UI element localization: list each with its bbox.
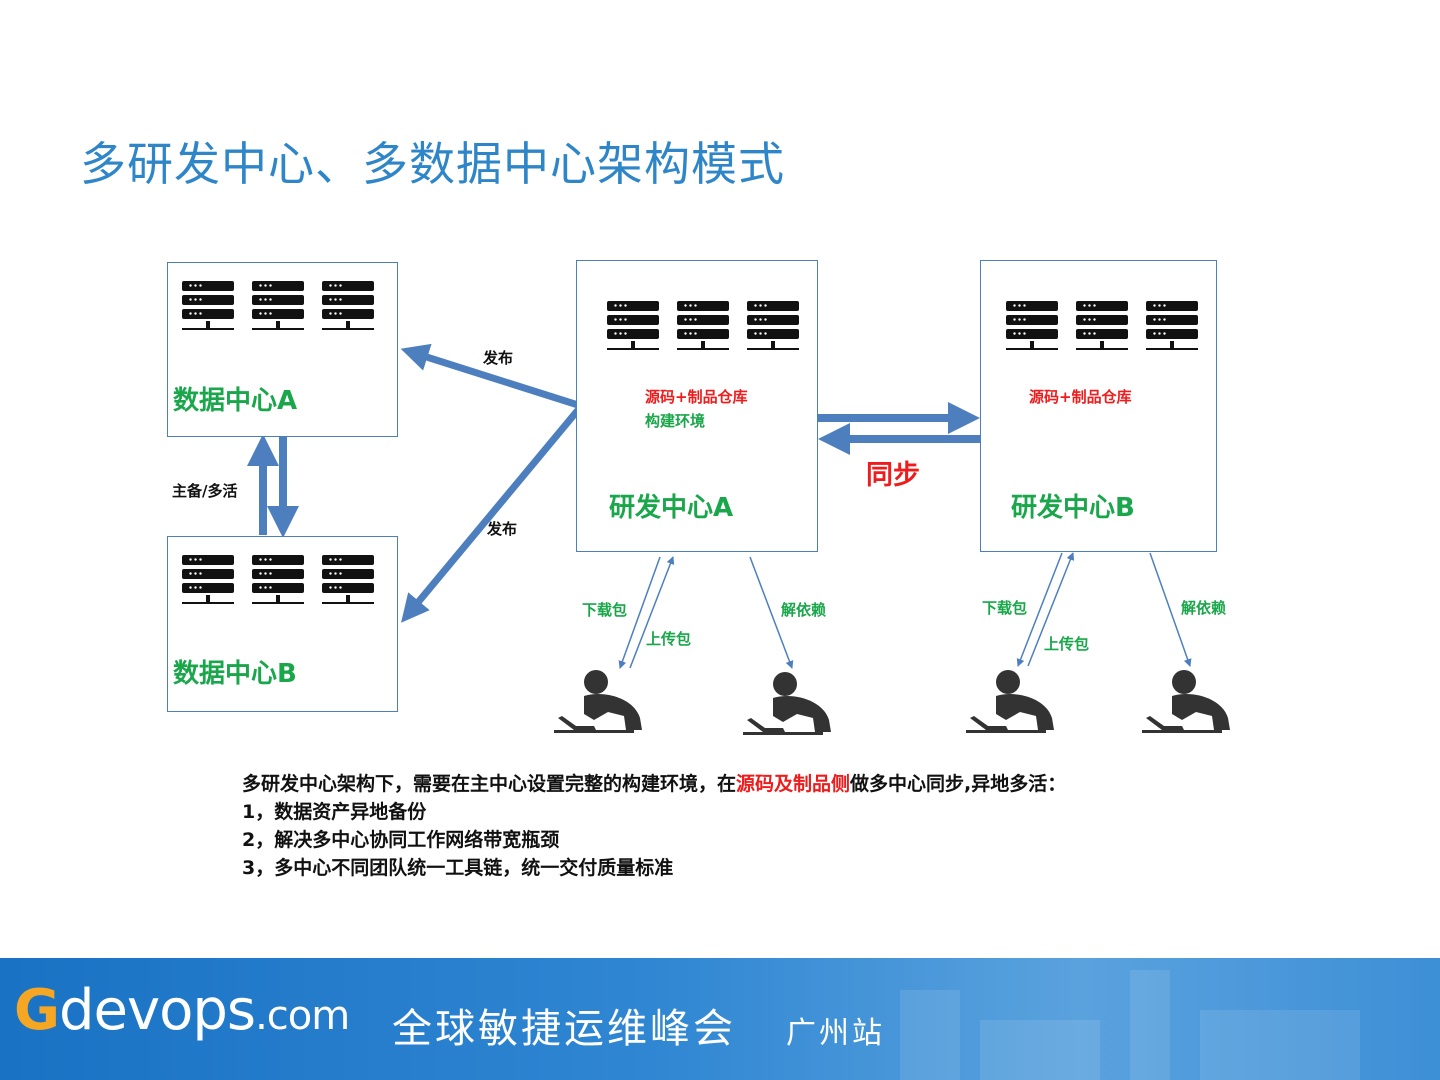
city-skyline-decoration: [980, 1020, 1100, 1080]
notes-highlight: 源码及制品侧: [736, 773, 851, 795]
rd-b-upload-label: 上传包: [1044, 635, 1090, 653]
event-station: 广州站: [786, 1016, 885, 1051]
rd-a-build-label: 构建环境: [645, 412, 706, 430]
developer-icon: [1142, 670, 1230, 733]
rd-center-a-label: 研发中心A: [609, 493, 734, 523]
rd-a-resolve-label: 解依赖: [781, 601, 827, 619]
developer-icon: [743, 672, 831, 735]
city-skyline-decoration: [1130, 970, 1170, 1080]
sync-label: 同步: [866, 460, 920, 491]
server-rack-group: [182, 555, 374, 605]
server-icon: [252, 281, 304, 331]
publish-arrow-bottom: [401, 407, 581, 623]
logo-g: G: [14, 978, 60, 1043]
developer-icon: [554, 670, 642, 733]
rd-a-repo-label: 源码+制品仓库: [645, 388, 748, 406]
gdevops-logo: Gdevops.com: [14, 978, 350, 1043]
standby-label: 主备/多活: [172, 482, 238, 500]
server-rack-group: [1006, 301, 1198, 351]
server-icon: [322, 281, 374, 331]
rd-a-upload-arrow: [629, 556, 675, 669]
data-center-a: 数据中心A: [167, 262, 398, 437]
server-icon: [1006, 301, 1058, 351]
rd-a-download-label: 下载包: [582, 601, 628, 619]
notes-item-1: 1，数据资产异地备份: [242, 801, 427, 823]
city-skyline-decoration: [1200, 1010, 1360, 1080]
server-icon: [252, 555, 304, 605]
server-icon: [1076, 301, 1128, 351]
server-icon: [1146, 301, 1198, 351]
data-center-b-label: 数据中心B: [173, 659, 297, 689]
notes-item-3: 3，多中心不同团队统一工具链，统一交付质量标准: [242, 857, 674, 879]
rd-b-download-label: 下载包: [982, 599, 1028, 617]
notes-intro: 多研发中心架构下，需要在主中心设置完整的构建环境，在源码及制品侧做多中心同步,异…: [242, 770, 1066, 798]
server-rack-group: [182, 281, 374, 331]
publish-label-top: 发布: [483, 349, 514, 367]
footer-banner: Gdevops.com 全球敏捷运维峰会 广州站: [0, 958, 1440, 1080]
server-icon: [322, 555, 374, 605]
server-icon: [182, 281, 234, 331]
server-icon: [747, 301, 799, 351]
rd-b-resolve-label: 解依赖: [1181, 599, 1227, 617]
rd-center-a: 源码+制品仓库 构建环境 研发中心A: [576, 260, 818, 552]
city-skyline-decoration: [900, 990, 960, 1080]
rd-b-repo-label: 源码+制品仓库: [1029, 388, 1132, 406]
notes-intro-text: 多研发中心架构下，需要在主中心设置完整的构建环境，在: [242, 773, 737, 795]
developer-icon: [966, 670, 1054, 733]
rd-center-b-label: 研发中心B: [1011, 493, 1135, 523]
server-rack-group: [607, 301, 799, 351]
rd-a-upload-label: 上传包: [646, 630, 692, 648]
notes-item-2: 2，解决多中心协同工作网络带宽瓶颈: [242, 829, 560, 851]
event-name: 全球敏捷运维峰会: [392, 1006, 736, 1052]
logo-devops: devops: [58, 978, 256, 1043]
rd-center-b: 源码+制品仓库 研发中心B: [980, 260, 1217, 552]
slide-title: 多研发中心、多数据中心架构模式: [80, 137, 785, 191]
server-icon: [607, 301, 659, 351]
data-center-a-label: 数据中心A: [173, 386, 298, 416]
publish-label-bottom: 发布: [487, 520, 518, 538]
server-icon: [182, 555, 234, 605]
notes-intro-end: 做多中心同步,异地多活：: [850, 773, 1067, 795]
server-icon: [677, 301, 729, 351]
notes-block: 多研发中心架构下，需要在主中心设置完整的构建环境，在源码及制品侧做多中心同步,异…: [242, 770, 1066, 882]
logo-com: .com: [255, 993, 350, 1039]
data-center-b: 数据中心B: [167, 536, 398, 712]
